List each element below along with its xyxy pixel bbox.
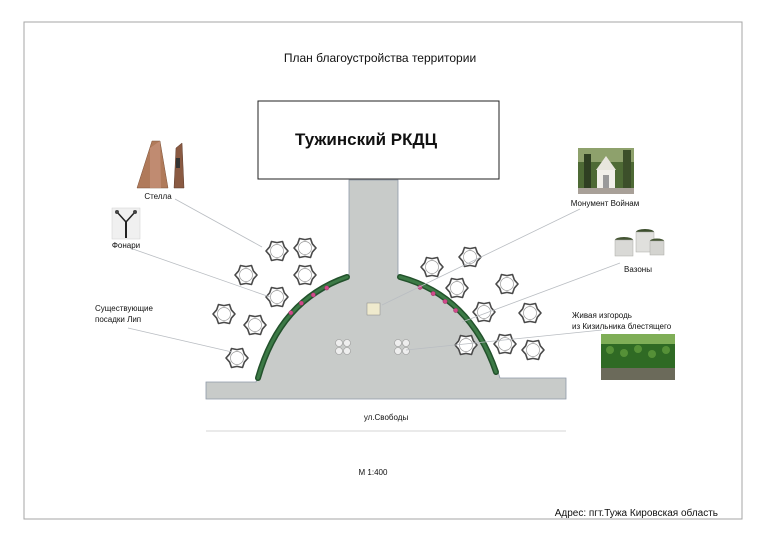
linden-tree-icon xyxy=(472,301,496,323)
leader-hedge xyxy=(405,329,603,351)
linden-tree-icon xyxy=(293,264,317,286)
leader-lamps xyxy=(129,247,271,298)
linden-tree-icon xyxy=(265,286,289,308)
linden-tree-icon xyxy=(458,246,482,268)
linden-tree-icon xyxy=(225,347,249,369)
street-lamp-icon xyxy=(111,207,141,240)
flower-pot xyxy=(288,310,294,316)
building xyxy=(257,100,500,180)
bench-icon xyxy=(394,339,410,355)
flower-pots xyxy=(288,284,459,316)
flower-pot xyxy=(298,300,304,306)
linden-tree-icon xyxy=(518,302,542,324)
label-vases: Вазоны xyxy=(624,265,652,274)
planter-vase-icon xyxy=(611,218,667,260)
address-label: Адрес: пгт.Тужа Кировская область xyxy=(555,507,718,519)
monument-plinth xyxy=(366,302,381,316)
linden-tree-icon xyxy=(521,339,545,361)
linden-tree-icon xyxy=(495,273,519,295)
monument-photo-icon xyxy=(578,148,634,194)
linden-tree-icon xyxy=(212,303,236,325)
label-trees-line2: посадки Лип xyxy=(95,315,141,324)
linden-tree-icon xyxy=(243,314,267,336)
flower-pot xyxy=(310,292,316,298)
leader-vases xyxy=(461,262,621,323)
label-hedge-line1: Живая изгородь xyxy=(572,311,632,320)
label-monument: Монумент Войнам xyxy=(571,199,639,208)
label-stella: Стелла xyxy=(144,192,172,201)
stella-photo-icon xyxy=(136,140,185,189)
street-label: ул.Свободы xyxy=(364,413,409,422)
linden-tree-icon xyxy=(265,240,289,262)
leader-stella xyxy=(174,198,263,248)
flower-pot xyxy=(453,307,459,313)
bench-icon xyxy=(335,339,351,355)
plan-title: План благоустройства территории xyxy=(284,51,476,65)
hedge-photo-icon xyxy=(601,334,675,380)
linden-tree-icon xyxy=(293,237,317,259)
flower-pot xyxy=(442,298,448,304)
label-trees-line1: Существующие xyxy=(95,304,154,313)
hedge-right-inner xyxy=(398,275,498,374)
linden-tree-icon xyxy=(445,277,469,299)
linden-tree-icon xyxy=(420,256,444,278)
flower-pot xyxy=(324,285,330,291)
leader-trees xyxy=(127,327,233,353)
leader-lines xyxy=(127,198,621,353)
building-label: Тужинский РКДЦ xyxy=(295,130,438,149)
leader-monument xyxy=(381,208,581,306)
scale-label: М 1:400 xyxy=(359,468,388,477)
label-hedge-line2: из Кизильника блестящего xyxy=(572,322,672,331)
linden-tree-icon xyxy=(234,264,258,286)
label-lamps: Фонари xyxy=(112,241,140,250)
flower-pot xyxy=(430,291,436,296)
